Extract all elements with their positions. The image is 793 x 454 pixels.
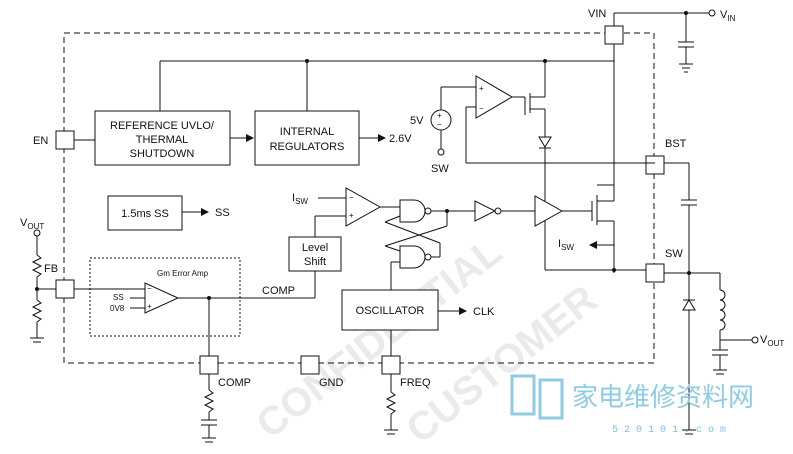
pin-en-label: EN <box>33 135 48 147</box>
freq-network <box>384 330 398 435</box>
svg-text:−: − <box>147 284 152 293</box>
pad-sw <box>645 263 665 283</box>
internal-regulators-block <box>254 110 360 166</box>
reg-line1: INTERNAL <box>280 126 334 138</box>
ref-line3: SHUTDOWN <box>130 148 195 160</box>
high-side-fet <box>591 184 615 273</box>
isw-in-label: ISW <box>292 192 308 206</box>
pwm-comparator <box>345 187 382 227</box>
top-driver-fet <box>465 90 655 165</box>
pad-freq <box>381 355 401 375</box>
pin-sw-label: SW <box>665 248 683 260</box>
ss-block-label: 1.5ms SS <box>121 208 169 220</box>
inverter <box>474 200 497 222</box>
pad-fb <box>55 279 75 299</box>
bias-sw-label: SW <box>431 163 449 175</box>
level-shift-block <box>288 236 342 272</box>
clk-label: CLK <box>473 306 495 318</box>
gm-error-amp-box <box>89 257 241 337</box>
comp-net-label: COMP <box>262 285 295 297</box>
pad-vin <box>604 25 624 45</box>
svg-text:+: + <box>437 111 442 120</box>
pin-comp-label: COMP <box>218 377 251 389</box>
output-inductor <box>712 273 752 375</box>
reference-uvlo-block <box>94 110 231 166</box>
vin-rail <box>613 12 712 73</box>
vout-out-label: VOUT <box>760 334 784 348</box>
pad-gnd <box>300 355 320 375</box>
reg-out-label: 2.6V <box>389 133 412 145</box>
gate-driver <box>534 195 564 227</box>
vin-rail-label: VIN <box>720 9 736 23</box>
svg-text:+: + <box>147 302 152 311</box>
reg-line2: REGULATORS <box>270 141 345 153</box>
bias-voltage-label: 5V <box>410 115 424 127</box>
pin-pads <box>55 25 665 375</box>
site-logo: 家电维修资料网 5 2 0 1 0 1 . c o m <box>510 374 754 436</box>
ref-line2: THERMAL <box>136 134 189 146</box>
pin-fb-label: FB <box>44 263 58 275</box>
pad-comp <box>199 355 219 375</box>
pin-vin-label: VIN <box>588 8 606 20</box>
ref-line1: REFERENCE UVLO/ <box>110 120 215 132</box>
pin-gnd-label: GND <box>319 377 344 389</box>
gm-title: Gm Error Amp <box>157 269 209 278</box>
level-line2: Shift <box>304 256 326 268</box>
ss-out-label: SS <box>215 207 230 219</box>
oscillator-block <box>341 289 439 331</box>
sw-node <box>545 162 720 435</box>
pad-en <box>55 130 75 150</box>
pin-freq-label: FREQ <box>400 377 431 389</box>
top-bus <box>159 44 615 185</box>
logo-text: 家电维修资料网 <box>572 383 754 413</box>
pad-bst <box>645 155 665 175</box>
gm-in-ss: SS <box>113 293 124 302</box>
osc-label: OSCILLATOR <box>356 305 425 317</box>
svg-text:+: + <box>349 211 354 220</box>
sr-latch <box>399 199 432 269</box>
vout-in-label: VOUT <box>20 217 44 231</box>
soft-start-block <box>107 195 183 231</box>
bias-source <box>430 86 476 152</box>
pin-bst-label: BST <box>665 138 687 150</box>
svg-text:−: − <box>437 120 442 129</box>
top-opamp <box>475 75 513 119</box>
site-text: 5 2 0 1 0 1 . c o m <box>612 425 726 436</box>
chip-boundary <box>63 32 655 364</box>
svg-text:+: + <box>479 84 484 93</box>
svg-text:−: − <box>479 104 484 113</box>
feedback-divider <box>30 236 56 343</box>
isw-sense-label: ISW <box>558 238 574 252</box>
svg-text:−: − <box>349 193 354 202</box>
gm-in-0v8: 0V8 <box>110 304 125 313</box>
comp-network <box>201 374 217 443</box>
level-line1: Level <box>302 242 328 254</box>
